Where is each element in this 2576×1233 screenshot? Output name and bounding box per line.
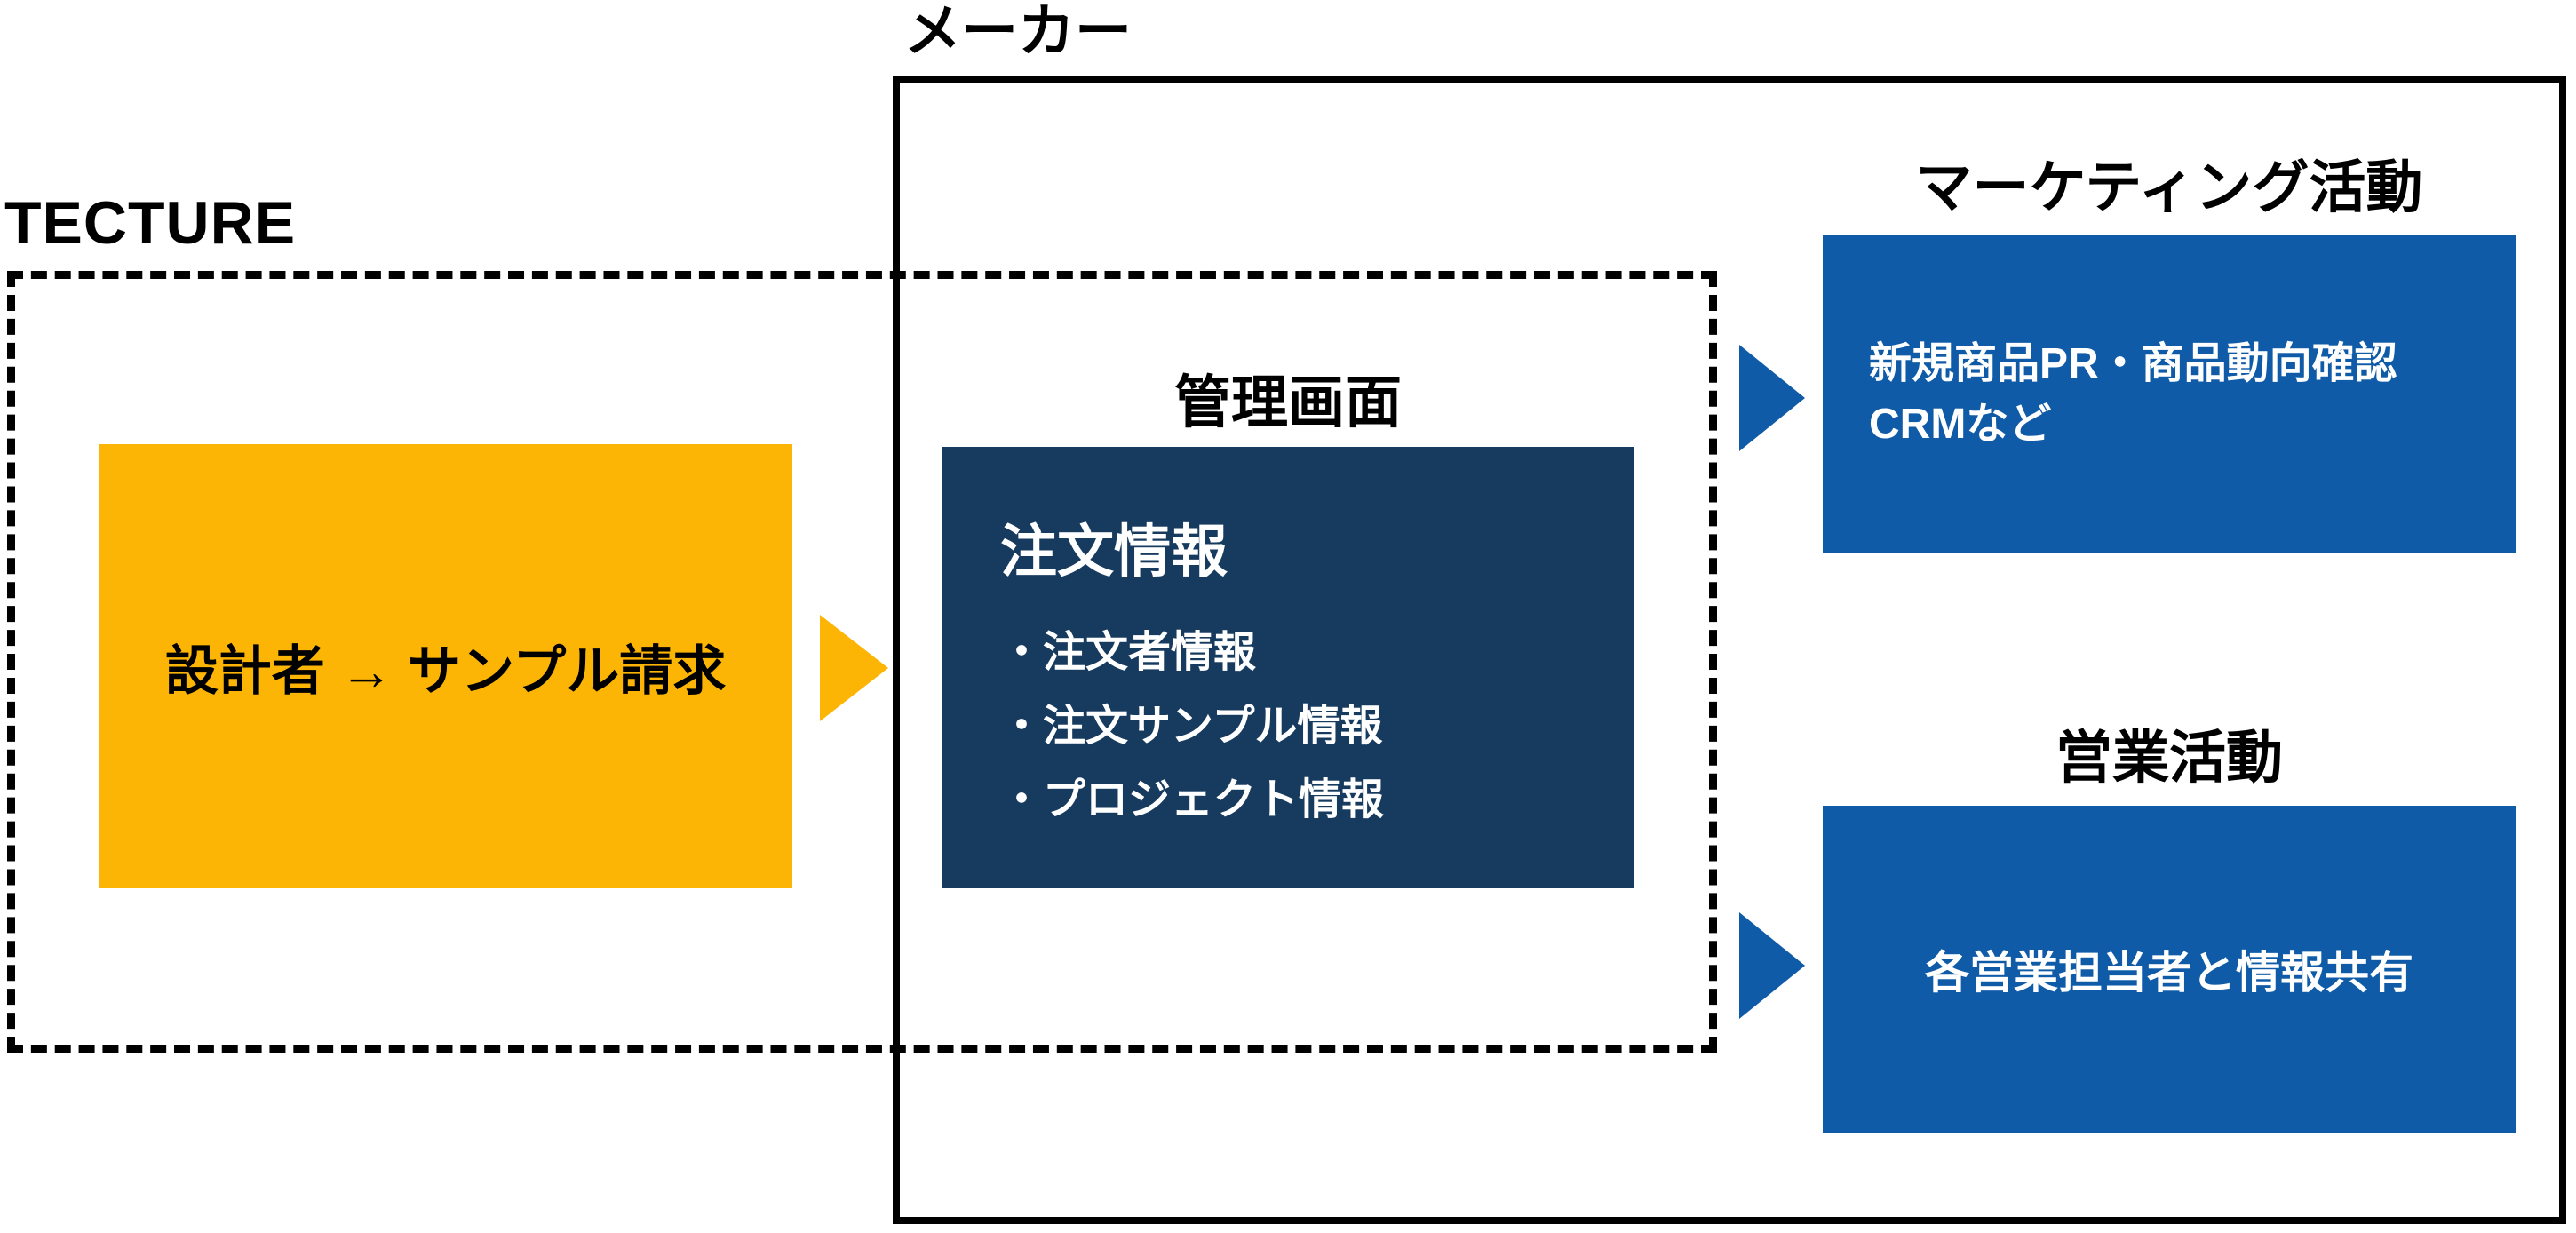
marketing-activity-label: マーケティング活動 (1915, 155, 2423, 219)
marketing-activity-line2: CRMなど (1869, 400, 2052, 448)
admin-panel-box: 注文情報 ・注文者情報 ・注文サンプル情報 ・プロジェクト情報 (942, 447, 1634, 888)
maker-zone-label: メーカー (904, 0, 1132, 63)
sample-request-box: 設計者 → サンプル請求 (99, 444, 792, 888)
tecture-zone-dashed-box (7, 271, 1717, 1053)
order-info-item: ・注文サンプル情報 (1000, 703, 1383, 750)
flow-arrow-right-blue-top-icon (1739, 345, 1805, 451)
sales-activity-text: 各営業担当者と情報共有 (1925, 948, 2413, 998)
order-info-heading: 注文情報 (1000, 520, 1228, 584)
sample-request-text: 設計者 → サンプル請求 (164, 640, 727, 701)
marketing-activity-box: 新規商品PR・商品動向確認 CRMなど (1823, 235, 2516, 553)
maker-zone-box (893, 76, 2566, 1224)
tecture-zone-label: TECTURE (4, 189, 297, 257)
order-info-list: ・注文者情報 ・注文サンプル情報 ・プロジェクト情報 (1000, 616, 1599, 837)
flow-arrow-right-yellow-icon (820, 615, 888, 721)
flow-arrow-right-blue-bottom-icon (1739, 912, 1805, 1019)
admin-panel-label: 管理画面 (1174, 370, 1402, 434)
order-info-item: ・注文者情報 (1000, 629, 1257, 676)
sales-activity-box: 各営業担当者と情報共有 (1823, 806, 2516, 1133)
order-info-item: ・プロジェクト情報 (1000, 776, 1385, 823)
sales-activity-label: 営業活動 (2055, 726, 2283, 790)
marketing-activity-line1: 新規商品PR・商品動向確認 (1869, 339, 2397, 387)
